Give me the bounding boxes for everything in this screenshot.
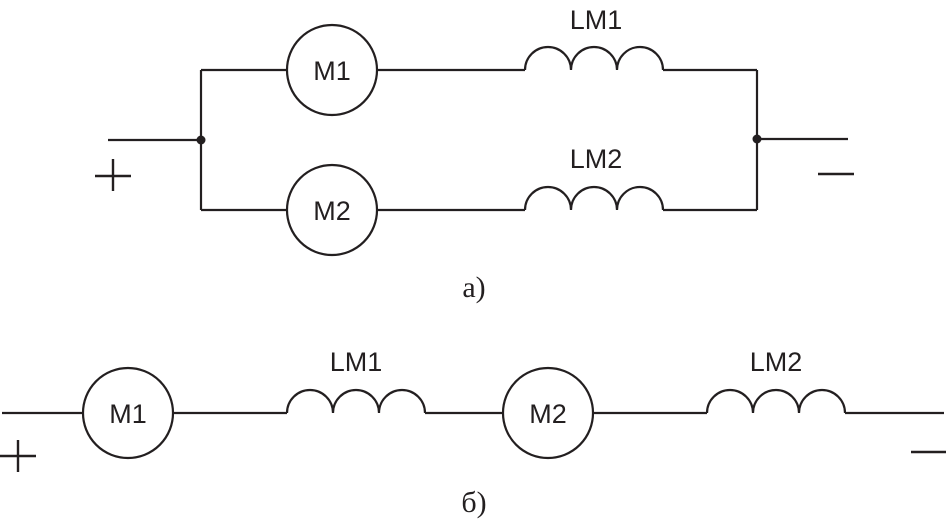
b-coil-lm1: [285, 388, 427, 414]
a-coil-lm2: [523, 185, 665, 211]
a-plus-sign: [95, 159, 131, 191]
a-coil-lm2-label: LM2: [570, 144, 623, 174]
a-caption: а): [462, 271, 485, 304]
b-coil-lm1-label: LM1: [330, 347, 383, 377]
a-coil-lm1: [523, 45, 665, 71]
a-coil-lm1-label: LM1: [570, 5, 623, 35]
b-plus-sign: [0, 440, 36, 472]
b-motor-m1-label: M1: [109, 399, 147, 429]
b-coil-lm2: [705, 388, 847, 414]
b-coil-lm2-label: LM2: [750, 347, 803, 377]
a-motor-m1: [285, 23, 379, 117]
diagram-b: M1 M2 LM1 LM2 б): [0, 347, 946, 519]
b-motor-m1: [81, 366, 175, 460]
b-motor-m2-label: M2: [529, 399, 567, 429]
a-motor-m2: [285, 163, 379, 257]
a-motor-m2-label: M2: [313, 196, 351, 226]
b-motor-m2: [501, 366, 595, 460]
b-caption: б): [461, 486, 486, 519]
a-motor-m1-label: M1: [313, 56, 351, 86]
diagram-a: M1 M2 LM1 LM2 а): [95, 5, 854, 304]
a-left-junction: [196, 135, 206, 145]
